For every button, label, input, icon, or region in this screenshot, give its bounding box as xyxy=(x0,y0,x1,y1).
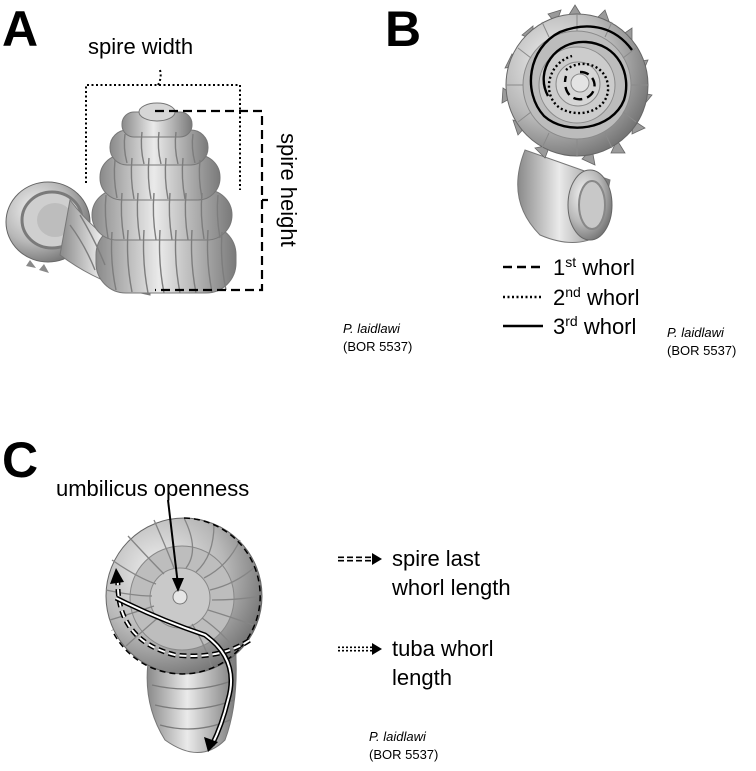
umbilicus-arrow xyxy=(167,499,179,586)
panel-c-letter: C xyxy=(2,432,38,488)
legend-tuba-line1: tuba whorl xyxy=(392,636,494,661)
panel-c-specimen: (BOR 5537) xyxy=(369,747,438,762)
legend-spire-last-line2: whorl length xyxy=(391,575,511,600)
legend-third-whorl: 3rd whorl xyxy=(553,313,636,339)
panel-a-letter: A xyxy=(2,1,38,57)
legend-spire-last-line1: spire last xyxy=(392,546,480,571)
second-whorl-trace xyxy=(547,54,610,115)
legend-first-whorl: 1st whorl xyxy=(553,254,635,280)
panel-b-legend: 1st whorl 2nd whorl 3rd whorl xyxy=(503,254,640,339)
spire-width-label: spire width xyxy=(88,34,193,59)
panel-c-shell xyxy=(105,517,263,753)
legend-second-whorl: 2nd whorl xyxy=(553,284,640,310)
panel-b: B xyxy=(385,1,736,358)
panel-b-shell xyxy=(501,4,653,243)
panel-b-species: P. laidlawi xyxy=(667,325,725,340)
umbilicus-openness-label: umbilicus openness xyxy=(56,476,249,501)
panel-a-shell xyxy=(5,102,237,296)
panel-c-species: P. laidlawi xyxy=(369,729,427,744)
third-whorl-trace xyxy=(529,25,633,129)
panel-b-specimen: (BOR 5537) xyxy=(667,343,736,358)
panel-c-legend: spire last whorl length tuba whorl lengt… xyxy=(338,546,511,690)
panel-a: A xyxy=(2,1,412,354)
legend-tuba-line2: length xyxy=(392,665,452,690)
panel-a-specimen: (BOR 5537) xyxy=(343,339,412,354)
spire-height-label: spire height xyxy=(276,133,301,247)
panel-a-species: P. laidlawi xyxy=(343,321,401,336)
panel-c: C umbilicus openness xyxy=(2,432,511,762)
panel-b-letter: B xyxy=(385,1,421,57)
